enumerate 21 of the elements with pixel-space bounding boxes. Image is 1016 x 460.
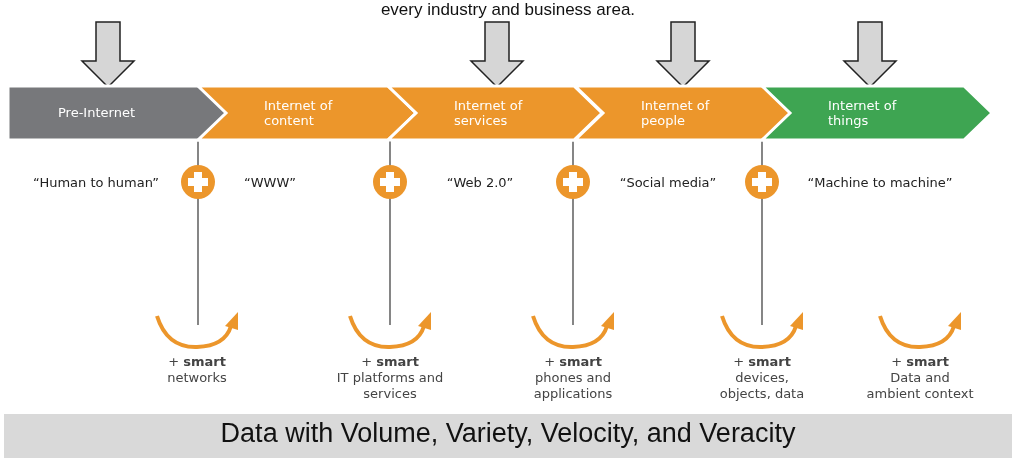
smart-label: + smart (360, 354, 420, 370)
smart-caption: Data and ambient context (866, 370, 974, 402)
stage-label: Internet of people (641, 98, 711, 128)
stage-quote: “Web 2.0” (446, 175, 514, 190)
smart-label: + smart (167, 354, 227, 370)
stage-quote: “Machine to machine” (807, 175, 953, 190)
heading-text: every industry and business area. (379, 0, 637, 20)
smart-caption: devices, objects, data (718, 370, 806, 402)
smart-label: + smart (890, 354, 950, 370)
stage-quote: “WWW” (243, 175, 296, 190)
stage-quote: “Human to human” (33, 175, 159, 190)
stage-quote: “Social media” (619, 175, 717, 190)
banner-text: Data with Volume, Variety, Velocity, and Veracity (219, 418, 797, 449)
smart-caption: phones and applications (532, 370, 614, 402)
stage-label: Internet of things (828, 98, 898, 128)
smart-label: + smart (543, 354, 603, 370)
banner (4, 414, 1012, 458)
smart-caption: IT platforms and services (336, 370, 444, 402)
smart-label: + smart (732, 354, 792, 370)
smart-caption: networks (166, 370, 228, 386)
stage-label: Pre-Internet (58, 105, 136, 120)
